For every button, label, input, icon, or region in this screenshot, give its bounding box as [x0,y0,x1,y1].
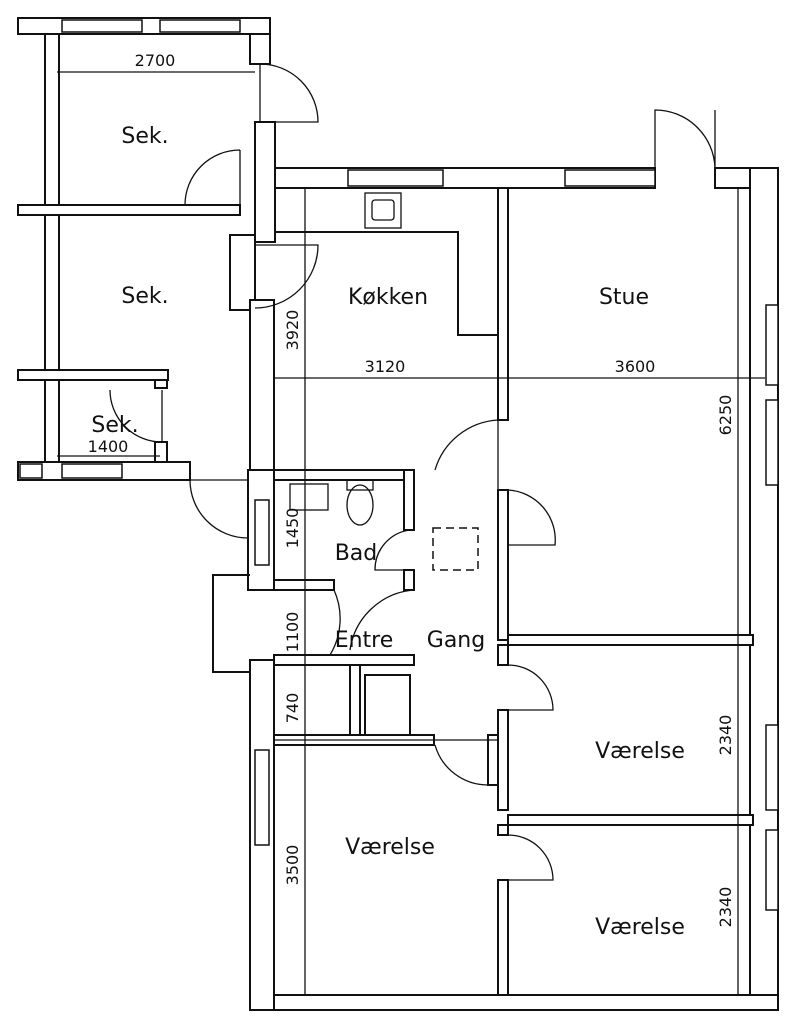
skylight [432,527,479,571]
dim-sek-small-width: 1400 [88,437,129,456]
bath-sink-icon [289,483,329,511]
dim-bedroom-right-2-depth: 2340 [716,887,735,928]
apartment-windows [254,169,779,911]
dimension-labels: 2700 1400 3120 3600 3920 6250 1450 1100 … [88,51,735,927]
doors [109,63,716,881]
room-labels: Sek. Sek. Sek. Køkken Stue Bad Entre Gan… [91,124,685,940]
room-label-sek-1: Sek. [121,124,168,149]
room-label-sek-2: Sek. [121,284,168,309]
room-label-kitchen: Køkken [348,285,428,310]
dim-kitchen-depth: 3920 [283,310,302,351]
room-label-entrance: Entre [335,628,394,653]
room-label-living: Stue [599,285,649,310]
sink-icon [364,192,402,229]
fixtures [289,192,479,571]
room-label-hallway: Gang [427,628,485,653]
dim-kitchen-width: 3120 [365,357,406,376]
dimension-lines [57,71,765,995]
left-wing-walls [17,17,276,481]
dim-living-width: 3600 [615,357,656,376]
dim-bedroom-left-depth: 3500 [283,845,302,886]
dim-living-depth: 6250 [716,395,735,436]
toilet-icon [346,484,374,526]
dim-bath-depth: 1450 [283,508,302,549]
room-label-bedroom-2: Værelse [345,835,435,860]
dim-bedroom-right-1-depth: 2340 [716,715,735,756]
room-label-sek-3: Sek. [91,413,138,438]
left-wing-windows [19,19,241,479]
dim-closet-depth: 740 [283,693,302,724]
room-label-bedroom-1: Værelse [595,739,685,764]
room-label-bath: Bad [335,541,378,566]
dim-sek-width: 2700 [135,51,176,70]
room-label-bedroom-3: Værelse [595,915,685,940]
dim-entrance-depth: 1100 [283,612,302,653]
